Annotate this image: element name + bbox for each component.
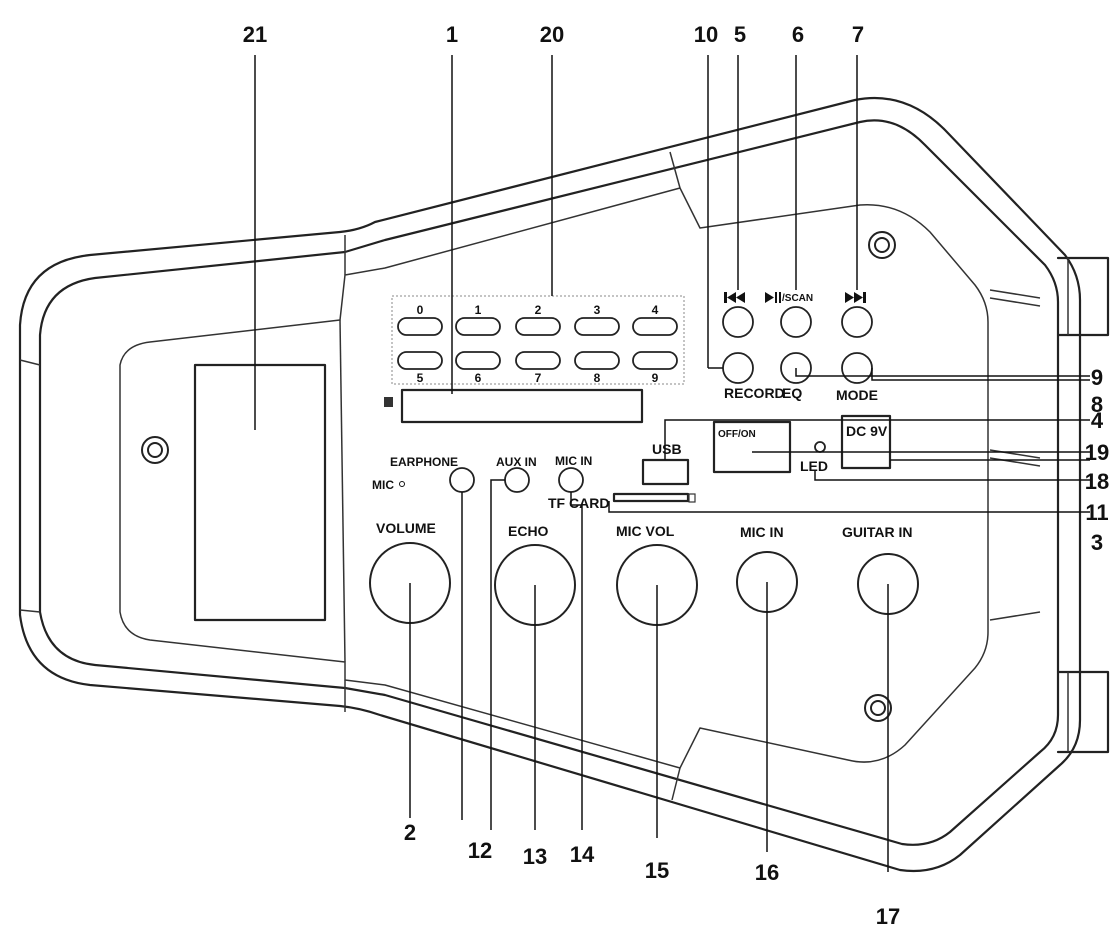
- key-label-3: 3: [594, 303, 601, 317]
- callout-21: 21: [243, 22, 267, 47]
- power-switch[interactable]: [712, 420, 792, 474]
- key-7[interactable]: [515, 351, 561, 370]
- handle-window: [193, 363, 327, 622]
- key-3[interactable]: [574, 317, 620, 336]
- mic-sensor-icon: [399, 481, 405, 487]
- off-on-label: OFF/ON: [718, 429, 756, 440]
- aux-in-jack[interactable]: [504, 467, 530, 493]
- callout-17: 17: [876, 904, 900, 929]
- mic-in-small-label: MIC IN: [555, 454, 592, 468]
- record-label: RECORD: [724, 385, 785, 401]
- prev-track-icon: [724, 292, 745, 303]
- callout-18: 18: [1085, 469, 1109, 494]
- next-button[interactable]: [841, 306, 873, 338]
- callout-12: 12: [468, 838, 492, 863]
- led-indicator: [814, 441, 826, 453]
- key-label-2: 2: [535, 303, 542, 317]
- numeric-keypad: 0 1 2 3 4 5 6 7 8 9: [391, 295, 685, 385]
- key-8[interactable]: [574, 351, 620, 370]
- aux-in-label: AUX IN: [496, 455, 537, 469]
- callout-4: 4: [1091, 408, 1104, 433]
- dc9v-label: DC 9V: [846, 423, 888, 439]
- guitar-in-label: GUITAR IN: [842, 524, 913, 540]
- key-9[interactable]: [632, 351, 678, 370]
- prev-button[interactable]: [722, 306, 754, 338]
- key-1[interactable]: [455, 317, 501, 336]
- key-6[interactable]: [455, 351, 501, 370]
- tf-card-slot[interactable]: [612, 492, 690, 503]
- volume-label: VOLUME: [376, 520, 436, 536]
- device-shell: [18, 96, 1082, 873]
- screw-top-right: [868, 231, 896, 259]
- callout-20: 20: [540, 22, 564, 47]
- key-label-0: 0: [417, 303, 424, 317]
- callout-14: 14: [570, 842, 595, 867]
- mic-in-label: MIC IN: [740, 524, 784, 540]
- callout-19: 19: [1085, 440, 1109, 465]
- play-pause-icon: [765, 292, 781, 303]
- key-label-9: 9: [652, 371, 659, 385]
- callout-15: 15: [645, 858, 669, 883]
- mode-label: MODE: [836, 387, 878, 403]
- key-label-1: 1: [475, 303, 482, 317]
- display-window: [400, 388, 644, 424]
- scan-label: /SCAN: [782, 293, 813, 304]
- callout-8: 8: [1091, 392, 1103, 417]
- dc-jack[interactable]: [840, 414, 892, 470]
- screw-bottom-right: [864, 694, 892, 722]
- side-tab-bottom: [1056, 670, 1110, 754]
- side-tab-top: [1056, 256, 1110, 337]
- key-label-8: 8: [594, 371, 601, 385]
- record-button[interactable]: [722, 352, 754, 384]
- callout-13: 13: [523, 844, 547, 869]
- callout-7: 7: [852, 22, 864, 47]
- ir-sensor-icon: [384, 397, 393, 407]
- tf-card-label: TF CARD: [548, 495, 609, 511]
- mode-button[interactable]: [841, 352, 873, 384]
- key-5[interactable]: [397, 351, 443, 370]
- callout-10: 10: [694, 22, 718, 47]
- mic-in-small-jack[interactable]: [558, 467, 584, 493]
- usb-label: USB: [652, 441, 682, 457]
- key-4[interactable]: [632, 317, 678, 336]
- key-label-5: 5: [417, 371, 424, 385]
- callout-5: 5: [734, 22, 746, 47]
- mic-dot-label: MIC: [372, 478, 394, 492]
- key-label-6: 6: [475, 371, 482, 385]
- key-label-4: 4: [652, 303, 659, 317]
- callout-11: 11: [1085, 500, 1108, 525]
- earphone-label: EARPHONE: [390, 455, 458, 469]
- next-track-icon: [845, 292, 866, 303]
- earphone-jack[interactable]: [449, 467, 475, 493]
- callout-6: 6: [792, 22, 804, 47]
- screw-left: [141, 436, 169, 464]
- usb-port[interactable]: [641, 458, 690, 486]
- eq-label: EQ: [782, 385, 802, 401]
- play-scan-button[interactable]: [780, 306, 812, 338]
- callout-3: 3: [1091, 530, 1103, 555]
- mic-vol-label: MIC VOL: [616, 523, 675, 539]
- led-label: LED: [800, 458, 828, 474]
- key-0[interactable]: [397, 317, 443, 336]
- key-2[interactable]: [515, 317, 561, 336]
- callout-2: 2: [404, 820, 416, 845]
- callout-16: 16: [755, 860, 779, 885]
- callout-1: 1: [446, 22, 458, 47]
- callout-numbers: 21 1 20 10 5 6 7 9 8 4 19 18 11 3 2 12 1…: [243, 22, 1109, 929]
- key-label-7: 7: [535, 371, 542, 385]
- leader-lines: [254, 55, 1090, 872]
- echo-label: ECHO: [508, 523, 549, 539]
- tf-card-icon: [688, 493, 696, 503]
- callout-9: 9: [1091, 365, 1103, 390]
